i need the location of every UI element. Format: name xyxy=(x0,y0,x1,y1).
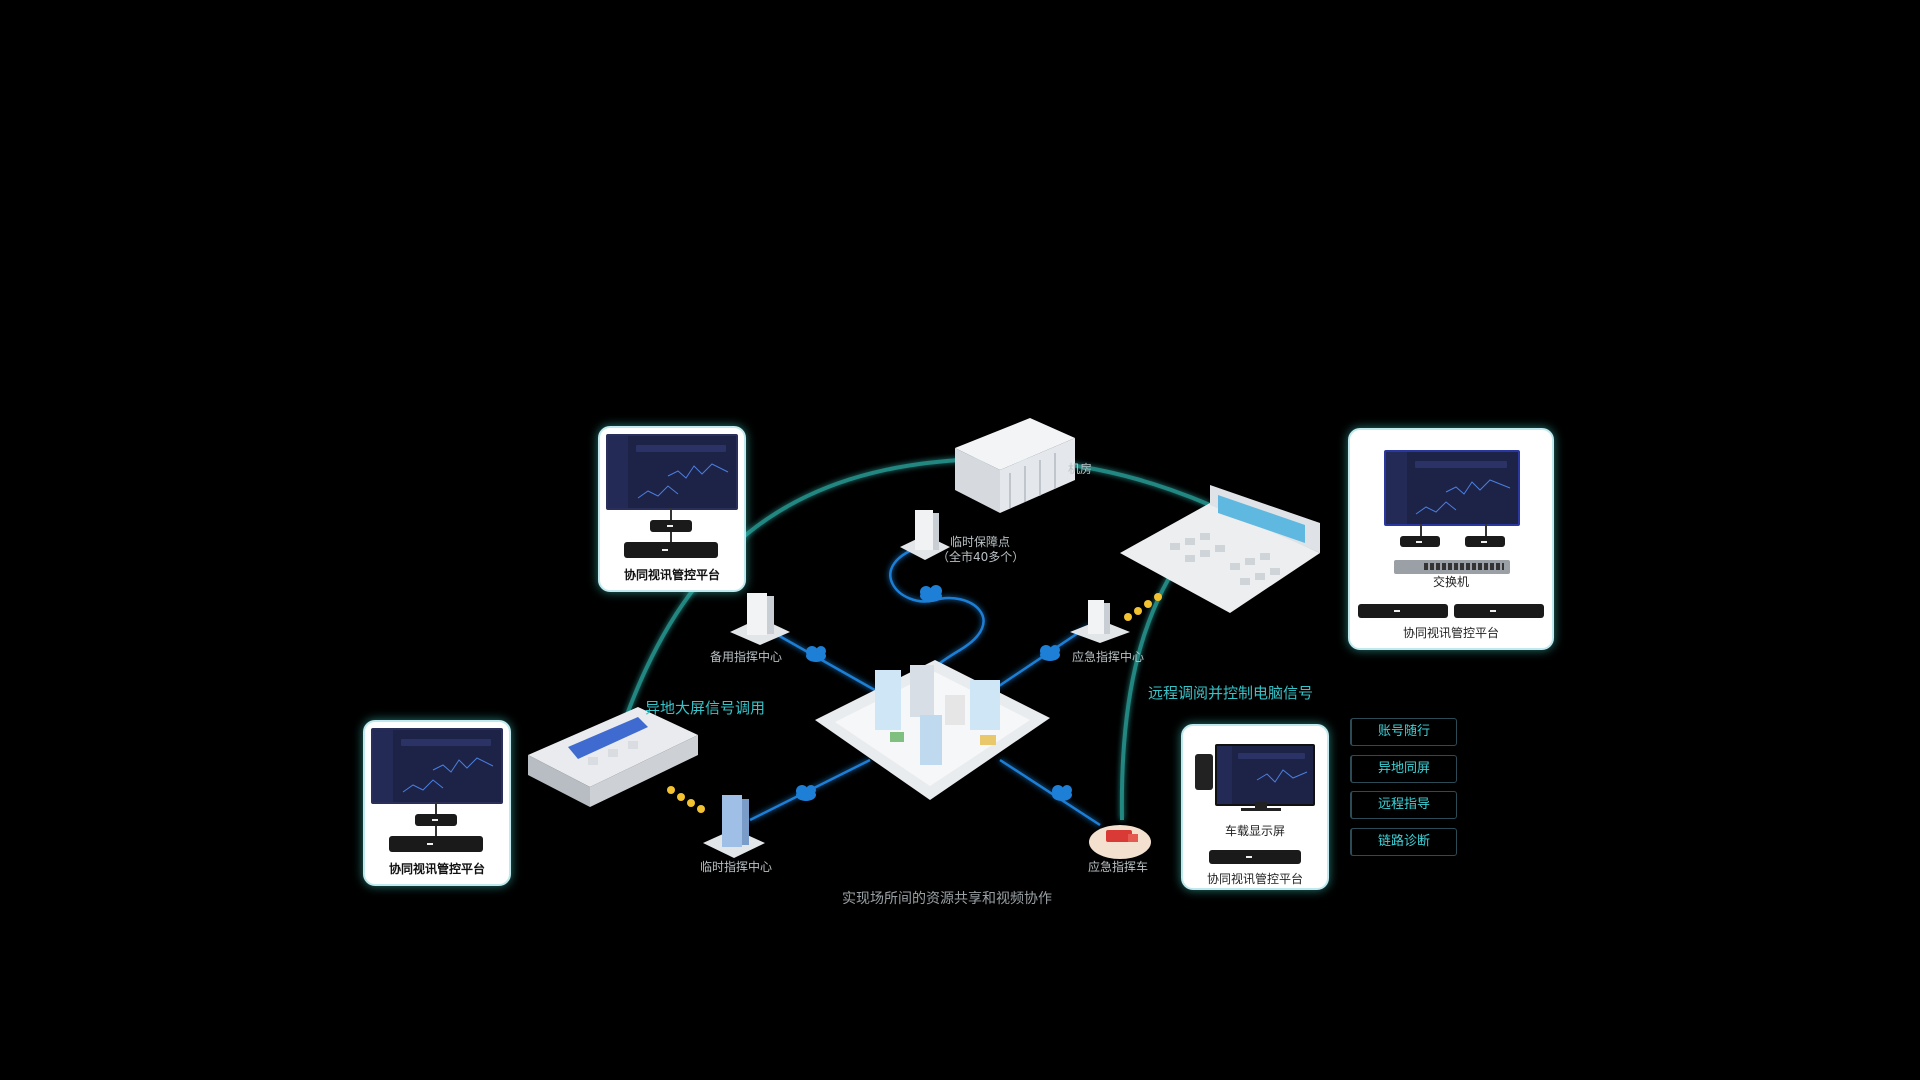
card-label-platform: 协同视讯管控平台 xyxy=(1206,872,1303,886)
dots-left xyxy=(667,786,705,813)
encoder-device xyxy=(1400,536,1440,547)
monitor-screen xyxy=(606,434,738,510)
machine-room-illustration xyxy=(955,418,1075,513)
temp-point-building-icon xyxy=(900,510,950,560)
label-remote-signal: 异地大屏信号调用 xyxy=(645,699,766,717)
temp-center-building-icon xyxy=(703,795,765,858)
speaker-icon xyxy=(1195,754,1213,790)
monitor-screen xyxy=(1215,744,1315,806)
platform-device xyxy=(1209,850,1301,864)
arc-right xyxy=(1119,558,1182,821)
card-label-platform: 协同视讯管控平台 xyxy=(623,568,720,582)
encoder-device xyxy=(1465,536,1505,547)
platform-device xyxy=(1358,604,1448,618)
diagram-caption: 实现场所间的资源共享和视频协作 xyxy=(842,891,1052,907)
cloud-icons xyxy=(796,585,1072,801)
encoder-device xyxy=(650,520,692,532)
right-command-hall-illustration xyxy=(1120,485,1320,613)
label-switch: 交换机 xyxy=(1432,575,1469,589)
encoder-device xyxy=(415,814,457,826)
left-control-room-illustration xyxy=(528,707,698,807)
card-label-platform: 协同视讯管控平台 xyxy=(1402,626,1499,640)
emergency-center-building-icon xyxy=(1070,600,1130,643)
card-vehicle-display: 车载显示屏 协同视讯管控平台 xyxy=(1181,724,1329,890)
tag-link-diagnosis: 链路诊断 xyxy=(1350,828,1457,856)
label-backup-center: 备用指挥中心 xyxy=(710,650,783,664)
backup-center-building-icon xyxy=(730,593,790,645)
label-remote-pc-control: 远程调阅并控制电脑信号 xyxy=(1148,684,1314,702)
card-label-platform: 协同视讯管控平台 xyxy=(388,862,485,876)
emergency-vehicle-icon xyxy=(1089,825,1151,859)
card-platform-top-left: 协同视讯管控平台 xyxy=(598,426,746,592)
link-emergency xyxy=(989,623,1091,694)
platform-device xyxy=(624,542,718,558)
label-temp-center: 临时指挥中心 xyxy=(700,860,773,874)
label-vehicle-display: 车载显示屏 xyxy=(1224,824,1285,838)
switch-device xyxy=(1394,560,1510,574)
dots-right xyxy=(1124,593,1162,621)
tag-account-follow: 账号随行 xyxy=(1350,718,1457,746)
platform-device xyxy=(1454,604,1544,618)
tag-remote-same-screen: 异地同屏 xyxy=(1350,755,1457,783)
monitor-screen xyxy=(1384,450,1520,526)
link-vehicle xyxy=(999,758,1101,827)
card-platform-right: 交换机 协同视讯管控平台 xyxy=(1348,428,1554,650)
label-emergency-center: 应急指挥中心 xyxy=(1072,650,1145,664)
card-platform-left: 协同视讯管控平台 xyxy=(363,720,511,886)
label-temp-point: 临时保障点 xyxy=(950,535,1011,549)
arc-left xyxy=(623,458,961,721)
label-temp-point-sub: （全市40多个） xyxy=(937,550,1025,564)
label-machine-room: 机房 xyxy=(1068,462,1093,476)
monitor-screen xyxy=(371,728,503,804)
city-center-illustration xyxy=(815,660,1050,800)
platform-device xyxy=(389,836,483,852)
label-emergency-vehicle: 应急指挥车 xyxy=(1088,860,1149,874)
tag-remote-guidance: 远程指导 xyxy=(1350,791,1457,819)
